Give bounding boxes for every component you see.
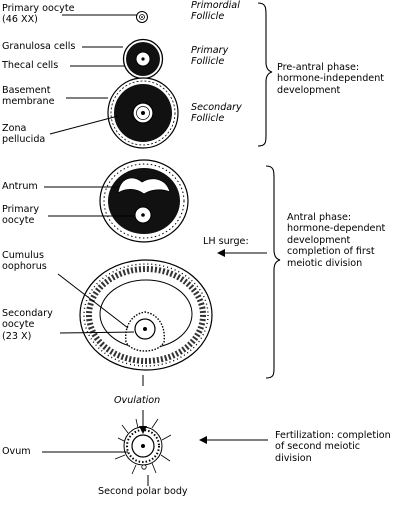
phase-brackets	[257, 2, 281, 379]
stage-secondary-follicle: Secondary Follicle	[191, 102, 242, 125]
label-antrum: Antrum	[2, 181, 38, 192]
label-primary-oocyte-antral: Primary oocyte	[2, 204, 40, 227]
phase-fertilization: Fertilization: completion of second meio…	[275, 430, 391, 464]
stage-ovulation: Ovulation	[114, 395, 161, 406]
label-second-polar-body: Second polar body	[98, 486, 188, 497]
label-granulosa-cells: Granulosa cells	[2, 41, 76, 52]
stage-primary-follicle: Primary Follicle	[191, 45, 229, 68]
label-basement-membrane: Basement membrane	[2, 85, 55, 108]
arrows	[199, 249, 268, 444]
phase-pre-antral: Pre-antral phase: hormone-independent de…	[277, 62, 385, 96]
label-secondary-oocyte: Secondary oocyte (23 X)	[2, 308, 53, 342]
leader-lines	[42, 14, 149, 486]
label-cumulus-oophorus: Cumulus oophorus	[2, 250, 47, 273]
label-zona-pellucida: Zona pellucida	[2, 123, 46, 146]
label-thecal-cells: Thecal cells	[2, 60, 59, 71]
primordial-follicle	[136, 11, 148, 23]
phase-lh-surge: LH surge:	[203, 236, 249, 247]
secondary-follicle	[107, 77, 179, 149]
stage-primordial-follicle: Primordial Follicle	[191, 0, 240, 23]
label-primary-oocyte: Primary oocyte (46 XX)	[2, 3, 75, 26]
label-ovum: Ovum	[2, 446, 31, 457]
ovum-cell	[114, 418, 172, 475]
graafian-follicle	[79, 259, 213, 371]
primary-follicle	[122, 38, 164, 80]
phase-antral: Antral phase: hormone-dependent developm…	[287, 212, 386, 269]
early-antral-follicle	[99, 159, 189, 243]
